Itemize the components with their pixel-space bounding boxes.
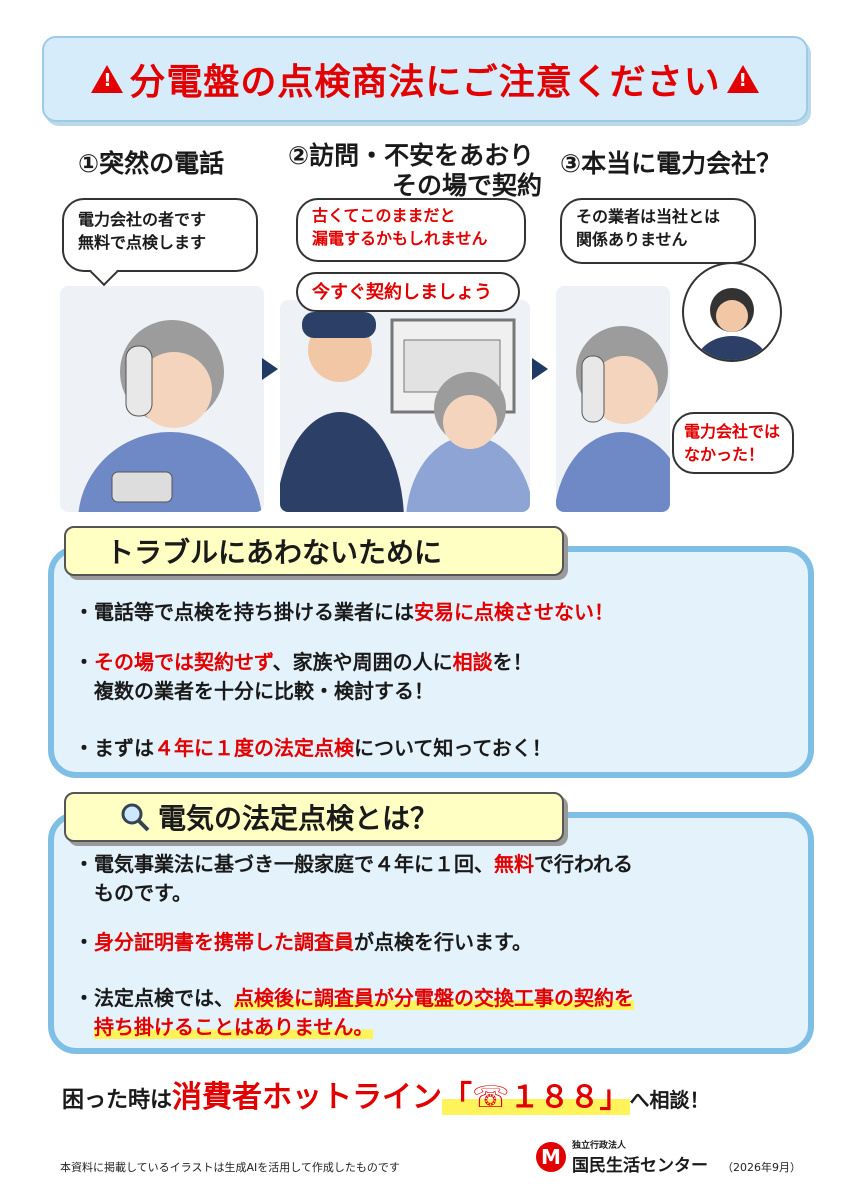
tip-item-1: ・電話等で点検を持ち掛ける業者には安易に点検させない！ [74,598,614,627]
bubble-text: なかった！ [684,445,765,465]
hotline-number: 「☏１８８」 [442,1080,630,1115]
legal-text-red: 点検後に調査員が分電盤の交換工事の契約を [234,986,634,1010]
legal-text: ものです。 [94,881,192,905]
illustration-visit [280,300,530,512]
footer-note: 本資料に掲載しているイラストは生成AIを活用して作成したものです [60,1161,400,1174]
legal-inspection-heading: 電気の法定点検とは？ [64,792,564,842]
bubble-text: その業者は当社とは [576,207,721,226]
hotline-name: 消費者ホットライン [172,1080,443,1115]
illustration-confirm [556,286,670,512]
bubble-step1: 電力会社の者です 無料で点検します [62,198,258,272]
bubble-text: 関係ありません [576,230,688,250]
tips-heading: トラブルにあわないために [64,526,564,576]
tip-text-red: その場では契約せず [94,650,273,674]
elderly-woman-confirm-illustration [556,326,670,512]
magnifier-icon [121,803,150,832]
arrow-icon [532,358,548,380]
legal-item-3: ・法定点検では、点検後に調査員が分電盤の交換工事の契約を 持ち掛けることはありま… [74,984,634,1042]
legal-text-red: 持ち掛けることはありません。 [94,1015,374,1039]
org-logo: M 独立行政法人 国民生活センター [536,1138,708,1176]
legal-text-red: 無料 [494,852,534,876]
hotline-text: へ相談！ [629,1088,710,1112]
legal-inspection-box [48,812,814,1054]
legal-heading-text: 電気の法定点検とは？ [158,802,439,835]
tip-text-red: ４年に１度の法定点検 [154,736,354,760]
bubble-step3-operator: その業者は当社とは 関係ありません [560,198,756,264]
step1-heading: ①突然の電話 [78,149,225,178]
page-title: 分電盤の点検商法にご注意ください [129,62,721,103]
org-name: 国民生活センター [572,1156,708,1176]
tip-text: ・電話等で点検を持ち掛ける業者には [74,600,414,624]
operator-avatar [682,262,782,362]
title-banner: 分電盤の点検商法にご注意ください [42,36,808,122]
legal-text: が点検を行います。 [354,930,532,954]
elderly-woman-phone-illustration [78,320,262,512]
tip-text: 複数の業者を十分に比較・検討する！ [94,679,434,703]
org-type: 独立行政法人 [572,1141,627,1151]
bubble-text: 電力会社の者です [78,210,207,229]
tip-item-2: ・その場では契約せず、家族や周囲の人に相談を！ 複数の業者を十分に比較・検討する… [74,648,533,706]
legal-text: で行われる [534,852,633,876]
hotline-text: 困った時は [62,1088,173,1113]
tip-text-red: 相談 [452,650,493,674]
bubble-text: 無料で点検します [78,233,207,253]
tip-item-3: ・まずは４年に１度の法定点検について知っておく！ [74,734,552,763]
legal-text: ・法定点検では、 [74,986,234,1010]
issue-date: （2026年9月） [722,1161,801,1174]
hotline-callout: 困った時は消費者ホットライン「☏１８８」へ相談！ [62,1072,802,1116]
legal-text: ・電気事業法に基づき一般家庭で４年に１回、 [74,852,494,876]
bubble-step2-contract: 今すぐ契約しましょう [296,272,520,312]
tip-text: 、家族や周囲の人に [272,650,453,674]
arrow-icon [262,358,278,380]
step3-heading: ③本当に電力会社？ [560,149,782,178]
step2-heading-line1: ②訪問・不安をあおり [288,141,535,170]
tip-text: を！ [492,650,533,674]
bubble-step2-warning: 古くてこのままだと 漏電するかもしれません [296,198,526,262]
legal-item-1: ・電気事業法に基づき一般家庭で４年に１回、無料で行われる ものです。 [74,850,633,908]
worker-breaker-panel-illustration [280,312,530,512]
legal-item-2: ・身分証明書を携帯した調査員が点検を行います。 [74,930,532,954]
bubble-text: 古くてこのままだと [312,206,456,225]
tip-text: について知っておく！ [354,736,552,760]
tip-text-red: 安易に点検させない！ [414,600,614,624]
legal-text-red: 身分証明書を携帯した調査員 [94,930,354,954]
tips-box [48,546,814,778]
tip-text: ・まずは [74,736,154,760]
bubble-text: 電力会社では [684,422,781,441]
warning-icon [726,65,759,93]
warning-icon [91,65,124,93]
org-logo-icon: M [536,1142,566,1172]
bubble-text: 漏電するかもしれません [312,229,488,249]
illustration-phone-call [60,286,264,512]
step2-heading-line2: その場で契約 [392,171,543,200]
bubble-step3-realization: 電力会社では なかった！ [672,412,794,474]
